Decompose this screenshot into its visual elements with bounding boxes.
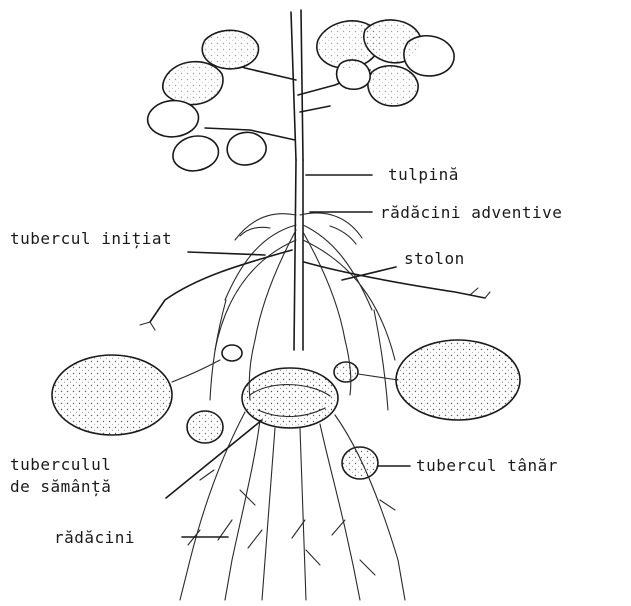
label-stem: tulpină: [388, 165, 459, 184]
upper-stem: [291, 12, 296, 160]
leader-lines: [166, 175, 410, 537]
leaf: [148, 101, 199, 137]
label-seed-tuber-line1: tuberculul: [10, 455, 111, 474]
leaf: [173, 136, 219, 171]
adventitious-roots: [215, 213, 395, 360]
label-initiated-tuber: tubercul inițiat: [10, 229, 172, 248]
leaf: [227, 132, 266, 165]
foliage: [148, 10, 454, 171]
label-young-tuber: tubercul tânăr: [416, 456, 558, 475]
label-seed-tuber-line2: de sămânță: [10, 477, 111, 496]
label-roots: rădăcini: [54, 528, 135, 547]
label-stolon: stolon: [404, 249, 465, 268]
label-adventitious-roots: rădăcini adventive: [380, 203, 562, 222]
seed-tuber: [242, 368, 338, 428]
lower-stem: [294, 160, 303, 350]
